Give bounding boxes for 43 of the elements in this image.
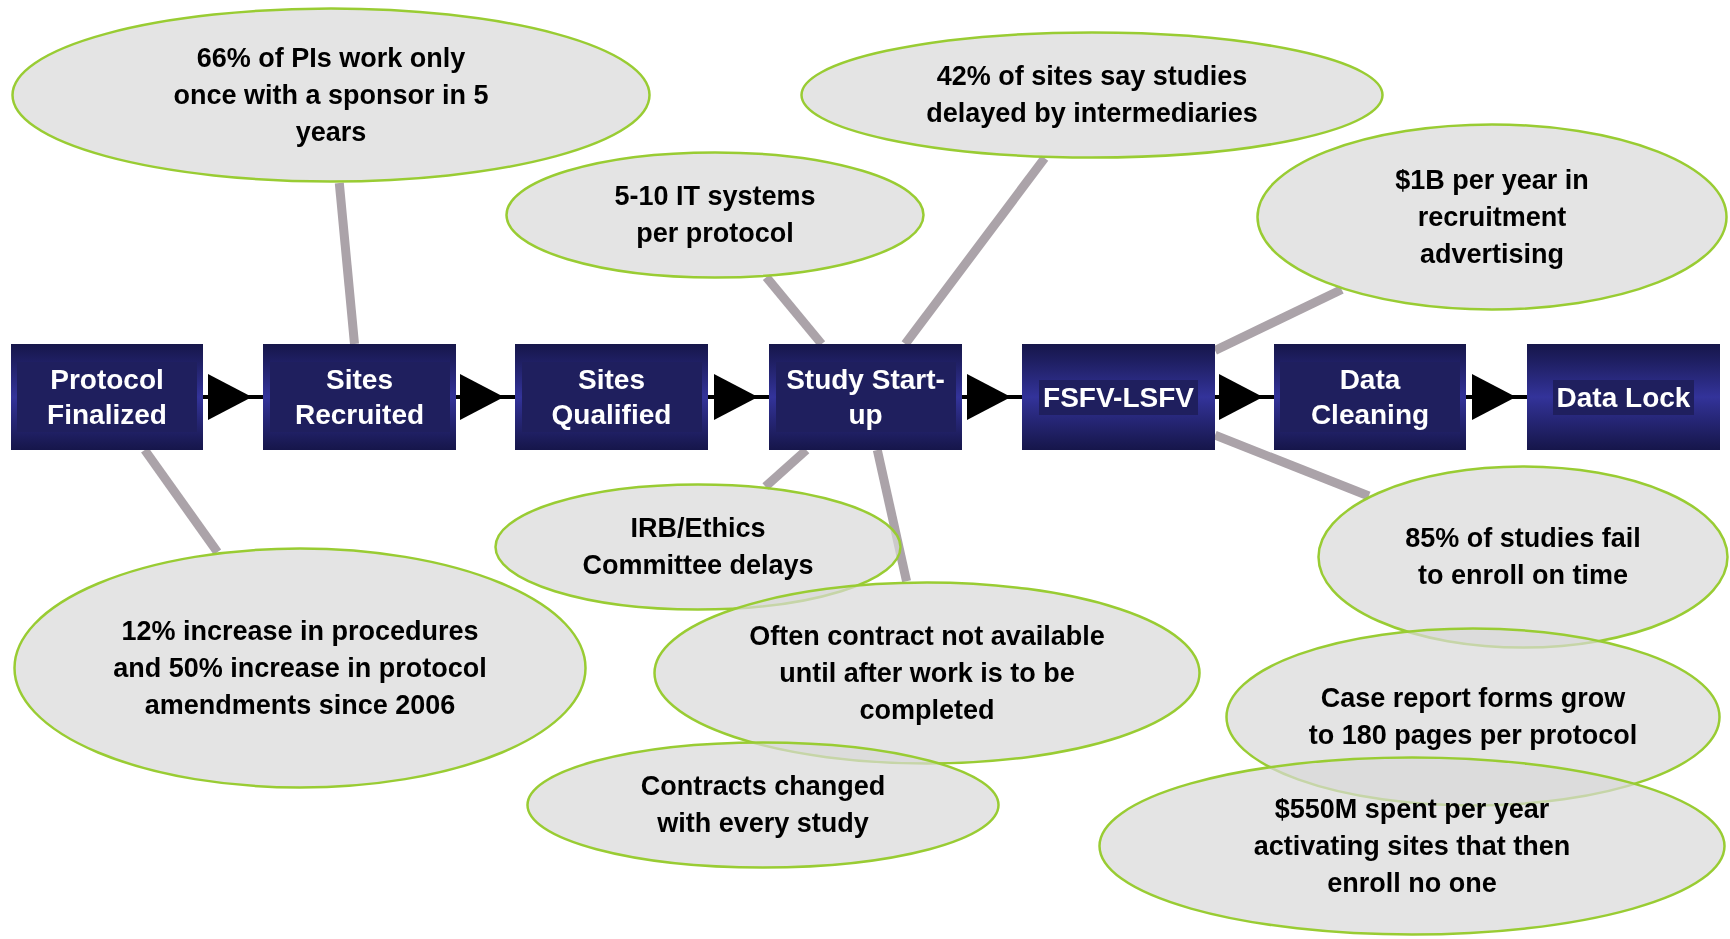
step-label: Data Lock xyxy=(1552,379,1695,415)
arrow xyxy=(456,374,515,420)
leader-line xyxy=(762,274,826,347)
arrow xyxy=(708,374,769,420)
process-box xyxy=(515,344,708,450)
callout-text: 5-10 IT systems per protocol xyxy=(613,180,817,250)
leader-line xyxy=(901,155,1049,347)
callout-ellipse xyxy=(11,7,651,183)
process-box xyxy=(1022,344,1215,450)
callout-text: Often contract not available until after work is to be completed xyxy=(748,619,1106,727)
callout-text: $550M spent per year activating sites that then enroll no one xyxy=(1252,792,1572,900)
callout-ellipse xyxy=(653,581,1201,765)
step-label: Protocol Finalized xyxy=(17,362,197,432)
callout-text: Case report forms grow to 180 pages per protocol xyxy=(1308,682,1638,752)
process-box xyxy=(11,344,203,450)
step-label: Sites Recruited xyxy=(269,362,450,432)
callout-ellipse xyxy=(800,31,1384,159)
callout-text: Contracts changed with every study xyxy=(639,770,887,840)
process-box xyxy=(1274,344,1466,450)
callout-text: IRB/Ethics Committee delays xyxy=(581,512,815,582)
callout-ellipse xyxy=(1098,756,1726,936)
leader-line xyxy=(872,449,911,583)
callout-ellipse xyxy=(505,151,925,279)
process-box xyxy=(263,344,456,450)
callout-ellipse xyxy=(1256,123,1728,311)
leader-line xyxy=(334,182,359,345)
step-label: Study Start-up xyxy=(775,362,956,432)
process-box xyxy=(1527,344,1720,450)
callout-text: 85% of studies fail to enroll on time xyxy=(1404,522,1642,592)
callout-text: 12% increase in procedures and 50% increase in protocol amendments since 2006 xyxy=(112,614,488,722)
step-label: Data Cleaning xyxy=(1280,362,1460,432)
arrow xyxy=(962,374,1022,420)
callout-ellipse xyxy=(494,483,902,611)
step-label: Sites Qualified xyxy=(521,362,702,432)
arrow xyxy=(1466,374,1527,420)
callout-text: $1B per year in recruitment advertising xyxy=(1394,163,1590,271)
callout-text: 42% of sites say studies delayed by intermediaries xyxy=(925,60,1259,130)
step-label: FSFV-LSFV xyxy=(1039,379,1198,415)
callout-text: 66% of PIs work only once with a sponsor in 5 years xyxy=(172,41,490,149)
callout-ellipse xyxy=(526,741,1000,869)
arrow xyxy=(1215,374,1274,420)
process-box xyxy=(769,344,962,450)
arrow xyxy=(203,374,263,420)
